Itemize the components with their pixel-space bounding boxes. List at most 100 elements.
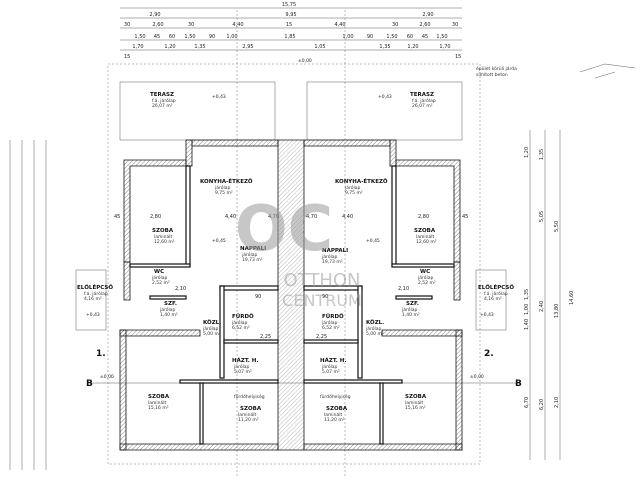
room-area-szoba-l2: 15,16 m² bbox=[148, 405, 169, 411]
room-pre-szoba-r3: fürdőhelyiség bbox=[320, 393, 351, 400]
dim-row4-5: 1,00 bbox=[226, 34, 237, 40]
room-area-terasz-r: 26,07 m² bbox=[412, 103, 433, 109]
right-dim-5: 1,00 bbox=[524, 304, 530, 315]
inner-dim-f-l: 45 bbox=[114, 214, 120, 220]
dim-row4-7: 1,00 bbox=[342, 34, 353, 40]
dim-overall: 15,75 bbox=[282, 2, 296, 8]
room-floor-szoba-r3: laminált bbox=[324, 411, 343, 418]
dim-row3-1: 2,60 bbox=[152, 22, 163, 28]
room-floor-wc-l: járólap bbox=[151, 274, 168, 281]
level-terrace-left: +0,43 bbox=[212, 94, 226, 100]
entry-right bbox=[475, 269, 507, 331]
level-zero-left: ±0,00 bbox=[100, 374, 114, 380]
room-area-konyha-l: 9,75 m² bbox=[215, 190, 233, 196]
room-area-furdo-l: 6,52 m² bbox=[232, 325, 250, 331]
inner-dim-f-r: 45 bbox=[462, 214, 468, 220]
inner-dim-a-l: 2,80 bbox=[150, 214, 161, 220]
room-floor-kozl-r: járólap bbox=[365, 325, 382, 332]
inner-dimensions: 2,80 2,80 4,40 4,40 4,70 4,70 2,10 2,10 … bbox=[114, 214, 468, 340]
room-area-szoba-r2: 15,16 m² bbox=[405, 405, 426, 411]
dim-row4-11: 45 bbox=[422, 34, 428, 40]
room-name-terasz-l: TERASZ bbox=[150, 92, 174, 98]
room-name-konyha-r: KONYHA-ÉTKEZŐ bbox=[335, 177, 388, 185]
top-dimension-chain: 15,75 2,90 9,95 2,90 30 2,60 30 4,40 15 … bbox=[120, 2, 462, 60]
room-floor-hazt-l: járólap bbox=[233, 363, 250, 370]
dim-row5-7: 1,70 bbox=[439, 44, 450, 50]
room-area-hazt-r: 5,07 m² bbox=[322, 369, 340, 375]
dim-row4-10: 60 bbox=[407, 34, 413, 40]
dim-row3-6: 30 bbox=[392, 22, 398, 28]
room-area-szoba-l1: 12,60 m² bbox=[154, 239, 175, 245]
room-name-eloleps-l: ELŐLÉPCSŐ bbox=[77, 283, 113, 291]
inner-walls bbox=[129, 165, 455, 445]
room-floor-nappali-r: járólap bbox=[321, 253, 338, 260]
room-name-konyha-l: KONYHA-ÉTKEZŐ bbox=[200, 177, 253, 185]
room-name-szf-r: SZF. bbox=[406, 301, 419, 307]
room-name-furdo-l: FÜRDŐ bbox=[232, 313, 254, 320]
room-area-kozl-r: 5,00 m² bbox=[366, 331, 384, 337]
inner-dim-a-r: 2,80 bbox=[418, 214, 429, 220]
dim-row4-12: 1,50 bbox=[436, 34, 447, 40]
inner-dim-e-r: 90 bbox=[322, 294, 328, 300]
inner-dim-d-l: 2,10 bbox=[175, 286, 186, 292]
entry-left bbox=[75, 269, 107, 331]
right-dim-2: 5,05 bbox=[539, 211, 545, 222]
inner-dim-c-r: 4,70 bbox=[306, 214, 317, 220]
room-area-eloleps-r: 4,16 m² bbox=[484, 296, 502, 302]
room-area-szf-r: 1,40 m² bbox=[402, 312, 420, 318]
room-floor-wc-r: járólap bbox=[417, 274, 434, 281]
dim-row5b-0: 15 bbox=[124, 54, 130, 60]
right-dim-12: 2,10 bbox=[554, 397, 560, 408]
room-name-szoba-r3: SZOBA bbox=[326, 406, 348, 412]
room-area-konyha-r: 9,75 m² bbox=[345, 190, 363, 196]
logo-letters: OC bbox=[235, 192, 333, 265]
terrace-left bbox=[119, 81, 276, 141]
room-floor-szoba-l3: laminált bbox=[238, 411, 257, 418]
room-area-nappali-l: 19,73 m² bbox=[242, 257, 263, 263]
inner-dim-e-l: 90 bbox=[255, 294, 261, 300]
room-floor-hazt-r: járólap bbox=[321, 363, 338, 370]
room-floor-terasz-l: f.á. járólap bbox=[152, 97, 176, 104]
dim-row3-0: 30 bbox=[124, 22, 130, 28]
right-dim-4: 1,35 bbox=[524, 289, 530, 300]
right-dim-8: 14,60 bbox=[569, 291, 575, 305]
section-mark-right: B bbox=[515, 379, 522, 389]
room-area-wc-r: 2,52 m² bbox=[418, 280, 436, 286]
room-area-terasz-l: 26,07 m² bbox=[152, 103, 173, 109]
dim-row5-3: 2,95 bbox=[242, 44, 253, 50]
room-area-szf-l: 1,40 m² bbox=[160, 312, 178, 318]
dim-row5-0: 1,70 bbox=[132, 44, 143, 50]
room-name-szf-l: SZF. bbox=[164, 301, 177, 307]
room-floor-terasz-r: f.á. járólap bbox=[412, 97, 436, 104]
room-area-szoba-l3: 11,20 m² bbox=[238, 417, 259, 423]
level-nappali-right: +0,45 bbox=[366, 238, 380, 244]
room-name-hazt-l: HÁZT. H. bbox=[232, 357, 258, 364]
inner-dim-h-l: 2,25 bbox=[260, 334, 271, 340]
room-area-furdo-r: 6,52 m² bbox=[322, 325, 340, 331]
inner-dim-h-r: 2,25 bbox=[316, 334, 327, 340]
room-floor-furdo-l: járólap bbox=[231, 319, 248, 326]
dim-row3-2: 30 bbox=[188, 22, 194, 28]
level-entry-left: +0,43 bbox=[86, 312, 100, 318]
room-floor-furdo-r: járólap bbox=[321, 319, 338, 326]
room-name-szoba-r2: SZOBA bbox=[405, 394, 427, 400]
right-dim-7: 1,40 bbox=[524, 319, 530, 330]
room-floor-szf-l: járólap bbox=[159, 306, 176, 313]
right-dim-3: 5,50 bbox=[554, 221, 560, 232]
right-dim-10: 6,70 bbox=[524, 397, 530, 408]
north-arrow-sketch bbox=[579, 63, 636, 79]
dim-row2-1: 9,95 bbox=[285, 12, 296, 18]
logo-line2: CENTRUM bbox=[282, 291, 362, 310]
room-name-wc-r: WC bbox=[420, 269, 430, 275]
dim-row4-8: 90 bbox=[367, 34, 373, 40]
room-floor-nappali-l: járólap bbox=[241, 251, 258, 258]
right-dimension-chain: 1,20 1,35 5,05 5,50 1,35 1,00 2,40 1,40 … bbox=[524, 130, 575, 460]
room-floor-eloleps-l: f.á. járólap bbox=[84, 290, 108, 297]
dim-row4-4: 90 bbox=[209, 34, 215, 40]
room-floor-szoba-l1: laminált bbox=[154, 233, 173, 240]
building-walls bbox=[119, 139, 463, 451]
room-area-szoba-r3: 11,20 m² bbox=[324, 417, 345, 423]
level-terrace-right: +0,43 bbox=[378, 94, 392, 100]
right-dim-11: 6,20 bbox=[539, 399, 545, 410]
